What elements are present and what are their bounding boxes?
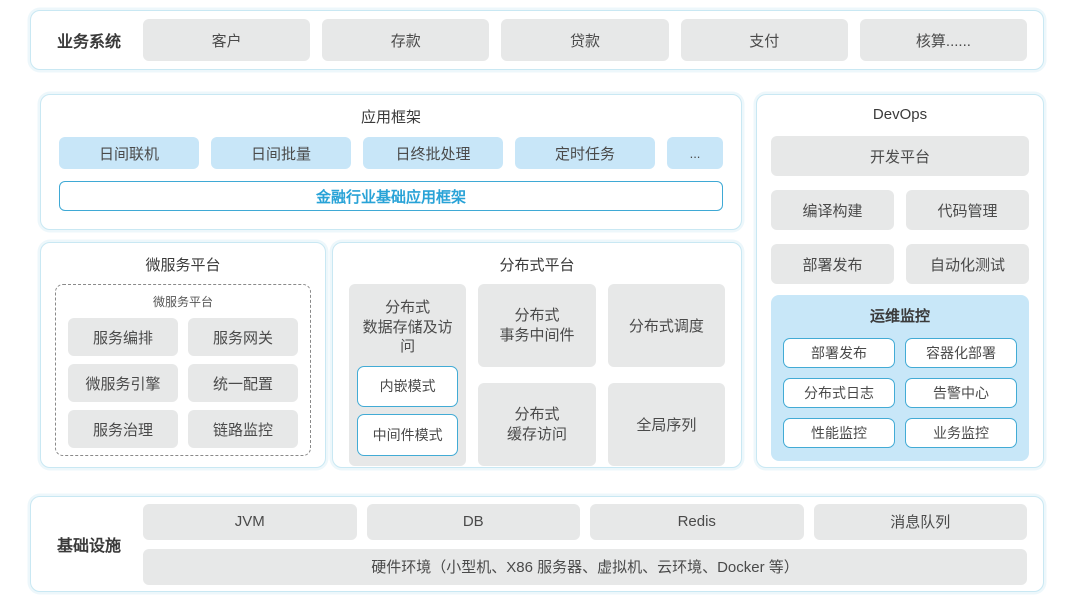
distributed-platform-title: 分布式平台 xyxy=(499,257,575,274)
app-framework-item-scheduled-task: 定时任务 xyxy=(515,137,655,169)
base-framework-box: 金融行业基础应用框架 xyxy=(59,181,723,211)
monitoring-item-alert-center: 告警中心 xyxy=(905,378,1017,408)
microservice-platform-panel: 微服务平台 微服务平台 服务编排 服务网关 微服务引擎 统一配置 服务治理 链路… xyxy=(40,242,326,468)
global-sequence-box: 全局序列 xyxy=(607,383,725,466)
microservice-item-orchestration: 服务编排 xyxy=(68,318,178,356)
monitoring-item-distributed-log: 分布式日志 xyxy=(783,378,895,408)
devops-row-2: 部署发布 自动化测试 xyxy=(771,244,1029,284)
distributed-grid: 分布式 数据存储及访问 内嵌模式 中间件模式 分布式 事务中间件 分布式调度 分… xyxy=(349,284,725,466)
app-framework-item-eod-batch: 日终批处理 xyxy=(363,137,503,169)
app-framework-item-daytime-batch: 日间批量 xyxy=(211,137,351,169)
business-system-item-payment: 支付 xyxy=(680,19,848,61)
app-framework-item-daytime-online: 日间联机 xyxy=(59,137,199,169)
business-systems-panel: 业务系统 客户 存款 贷款 支付 核算...... xyxy=(30,10,1044,70)
app-framework-panel: 应用框架 日间联机 日间批量 日终批处理 定时任务 ... 金融行业基础应用框架 xyxy=(40,94,742,230)
app-framework-item-more: ... xyxy=(667,137,723,169)
microservice-inner-group: 微服务平台 服务编排 服务网关 微服务引擎 统一配置 服务治理 链路监控 xyxy=(55,284,311,456)
microservice-item-governance: 服务治理 xyxy=(68,410,178,448)
distributed-storage-embedded-mode: 内嵌模式 xyxy=(357,365,459,408)
distributed-storage-box: 分布式 数据存储及访问 内嵌模式 中间件模式 xyxy=(349,284,467,466)
infrastructure-panel: 基础设施 JVM DB Redis 消息队列 硬件环境（小型机、X86 服务器、… xyxy=(30,496,1044,592)
monitoring-item-deploy: 部署发布 xyxy=(783,338,895,368)
microservice-item-engine: 微服务引擎 xyxy=(68,364,178,402)
infrastructure-content: JVM DB Redis 消息队列 硬件环境（小型机、X86 服务器、虚拟机、云… xyxy=(143,503,1027,585)
ops-monitoring-grid: 部署发布 容器化部署 分布式日志 告警中心 性能监控 业务监控 xyxy=(783,338,1017,448)
devops-row-1: 编译构建 代码管理 xyxy=(771,190,1029,230)
infra-item-jvm: JVM xyxy=(143,503,357,540)
infra-item-mq: 消息队列 xyxy=(813,503,1027,540)
devops-item-code-mgmt: 代码管理 xyxy=(906,190,1029,230)
infrastructure-row: JVM DB Redis 消息队列 xyxy=(143,503,1027,540)
monitoring-item-performance: 性能监控 xyxy=(783,418,895,448)
distributed-storage-middleware-mode: 中间件模式 xyxy=(357,414,459,456)
app-framework-title: 应用框架 xyxy=(360,109,421,126)
infra-item-redis: Redis xyxy=(590,503,804,540)
devops-title: DevOps xyxy=(872,106,928,123)
devops-item-build: 编译构建 xyxy=(771,190,894,230)
hardware-environment-box: 硬件环境（小型机、X86 服务器、虚拟机、云环境、Docker 等） xyxy=(143,548,1027,585)
distributed-storage-label: 分布式 数据存储及访问 xyxy=(362,299,453,355)
business-system-item-accounting: 核算...... xyxy=(859,19,1028,61)
devops-panel: DevOps 开发平台 编译构建 代码管理 部署发布 自动化测试 运维监控 部署… xyxy=(756,94,1044,468)
distributed-transaction-box: 分布式 事务中间件 xyxy=(478,284,596,367)
devops-item-deploy: 部署发布 xyxy=(771,244,894,284)
devops-dev-platform-box: 开发平台 xyxy=(771,136,1029,176)
microservice-platform-title: 微服务平台 xyxy=(145,257,221,274)
business-system-item-customer: 客户 xyxy=(143,19,311,61)
app-framework-row: 日间联机 日间批量 日终批处理 定时任务 ... xyxy=(59,137,723,169)
microservice-item-gateway: 服务网关 xyxy=(188,318,298,356)
microservice-item-unified-config: 统一配置 xyxy=(188,364,298,402)
distributed-cache-box: 分布式 缓存访问 xyxy=(478,383,596,466)
business-system-item-deposit: 存款 xyxy=(322,19,490,61)
microservice-item-trace-monitor: 链路监控 xyxy=(188,410,298,448)
infra-item-db: DB xyxy=(366,503,580,540)
distributed-scheduler-box: 分布式调度 xyxy=(607,284,725,367)
business-systems-label: 业务系统 xyxy=(56,34,121,51)
distributed-platform-panel: 分布式平台 分布式 数据存储及访问 内嵌模式 中间件模式 分布式 事务中间件 分… xyxy=(332,242,742,468)
ops-monitoring-title: 运维监控 xyxy=(869,308,930,325)
business-system-item-loan: 贷款 xyxy=(501,19,669,61)
microservice-grid: 服务编排 服务网关 微服务引擎 统一配置 服务治理 链路监控 xyxy=(68,318,298,448)
ops-monitoring-panel: 运维监控 部署发布 容器化部署 分布式日志 告警中心 性能监控 业务监控 xyxy=(771,295,1029,461)
monitoring-item-business: 业务监控 xyxy=(905,418,1017,448)
devops-item-auto-test: 自动化测试 xyxy=(906,244,1029,284)
microservice-inner-title: 微服务平台 xyxy=(152,295,213,309)
infrastructure-label: 基础设施 xyxy=(56,538,121,555)
monitoring-item-container-deploy: 容器化部署 xyxy=(905,338,1017,368)
